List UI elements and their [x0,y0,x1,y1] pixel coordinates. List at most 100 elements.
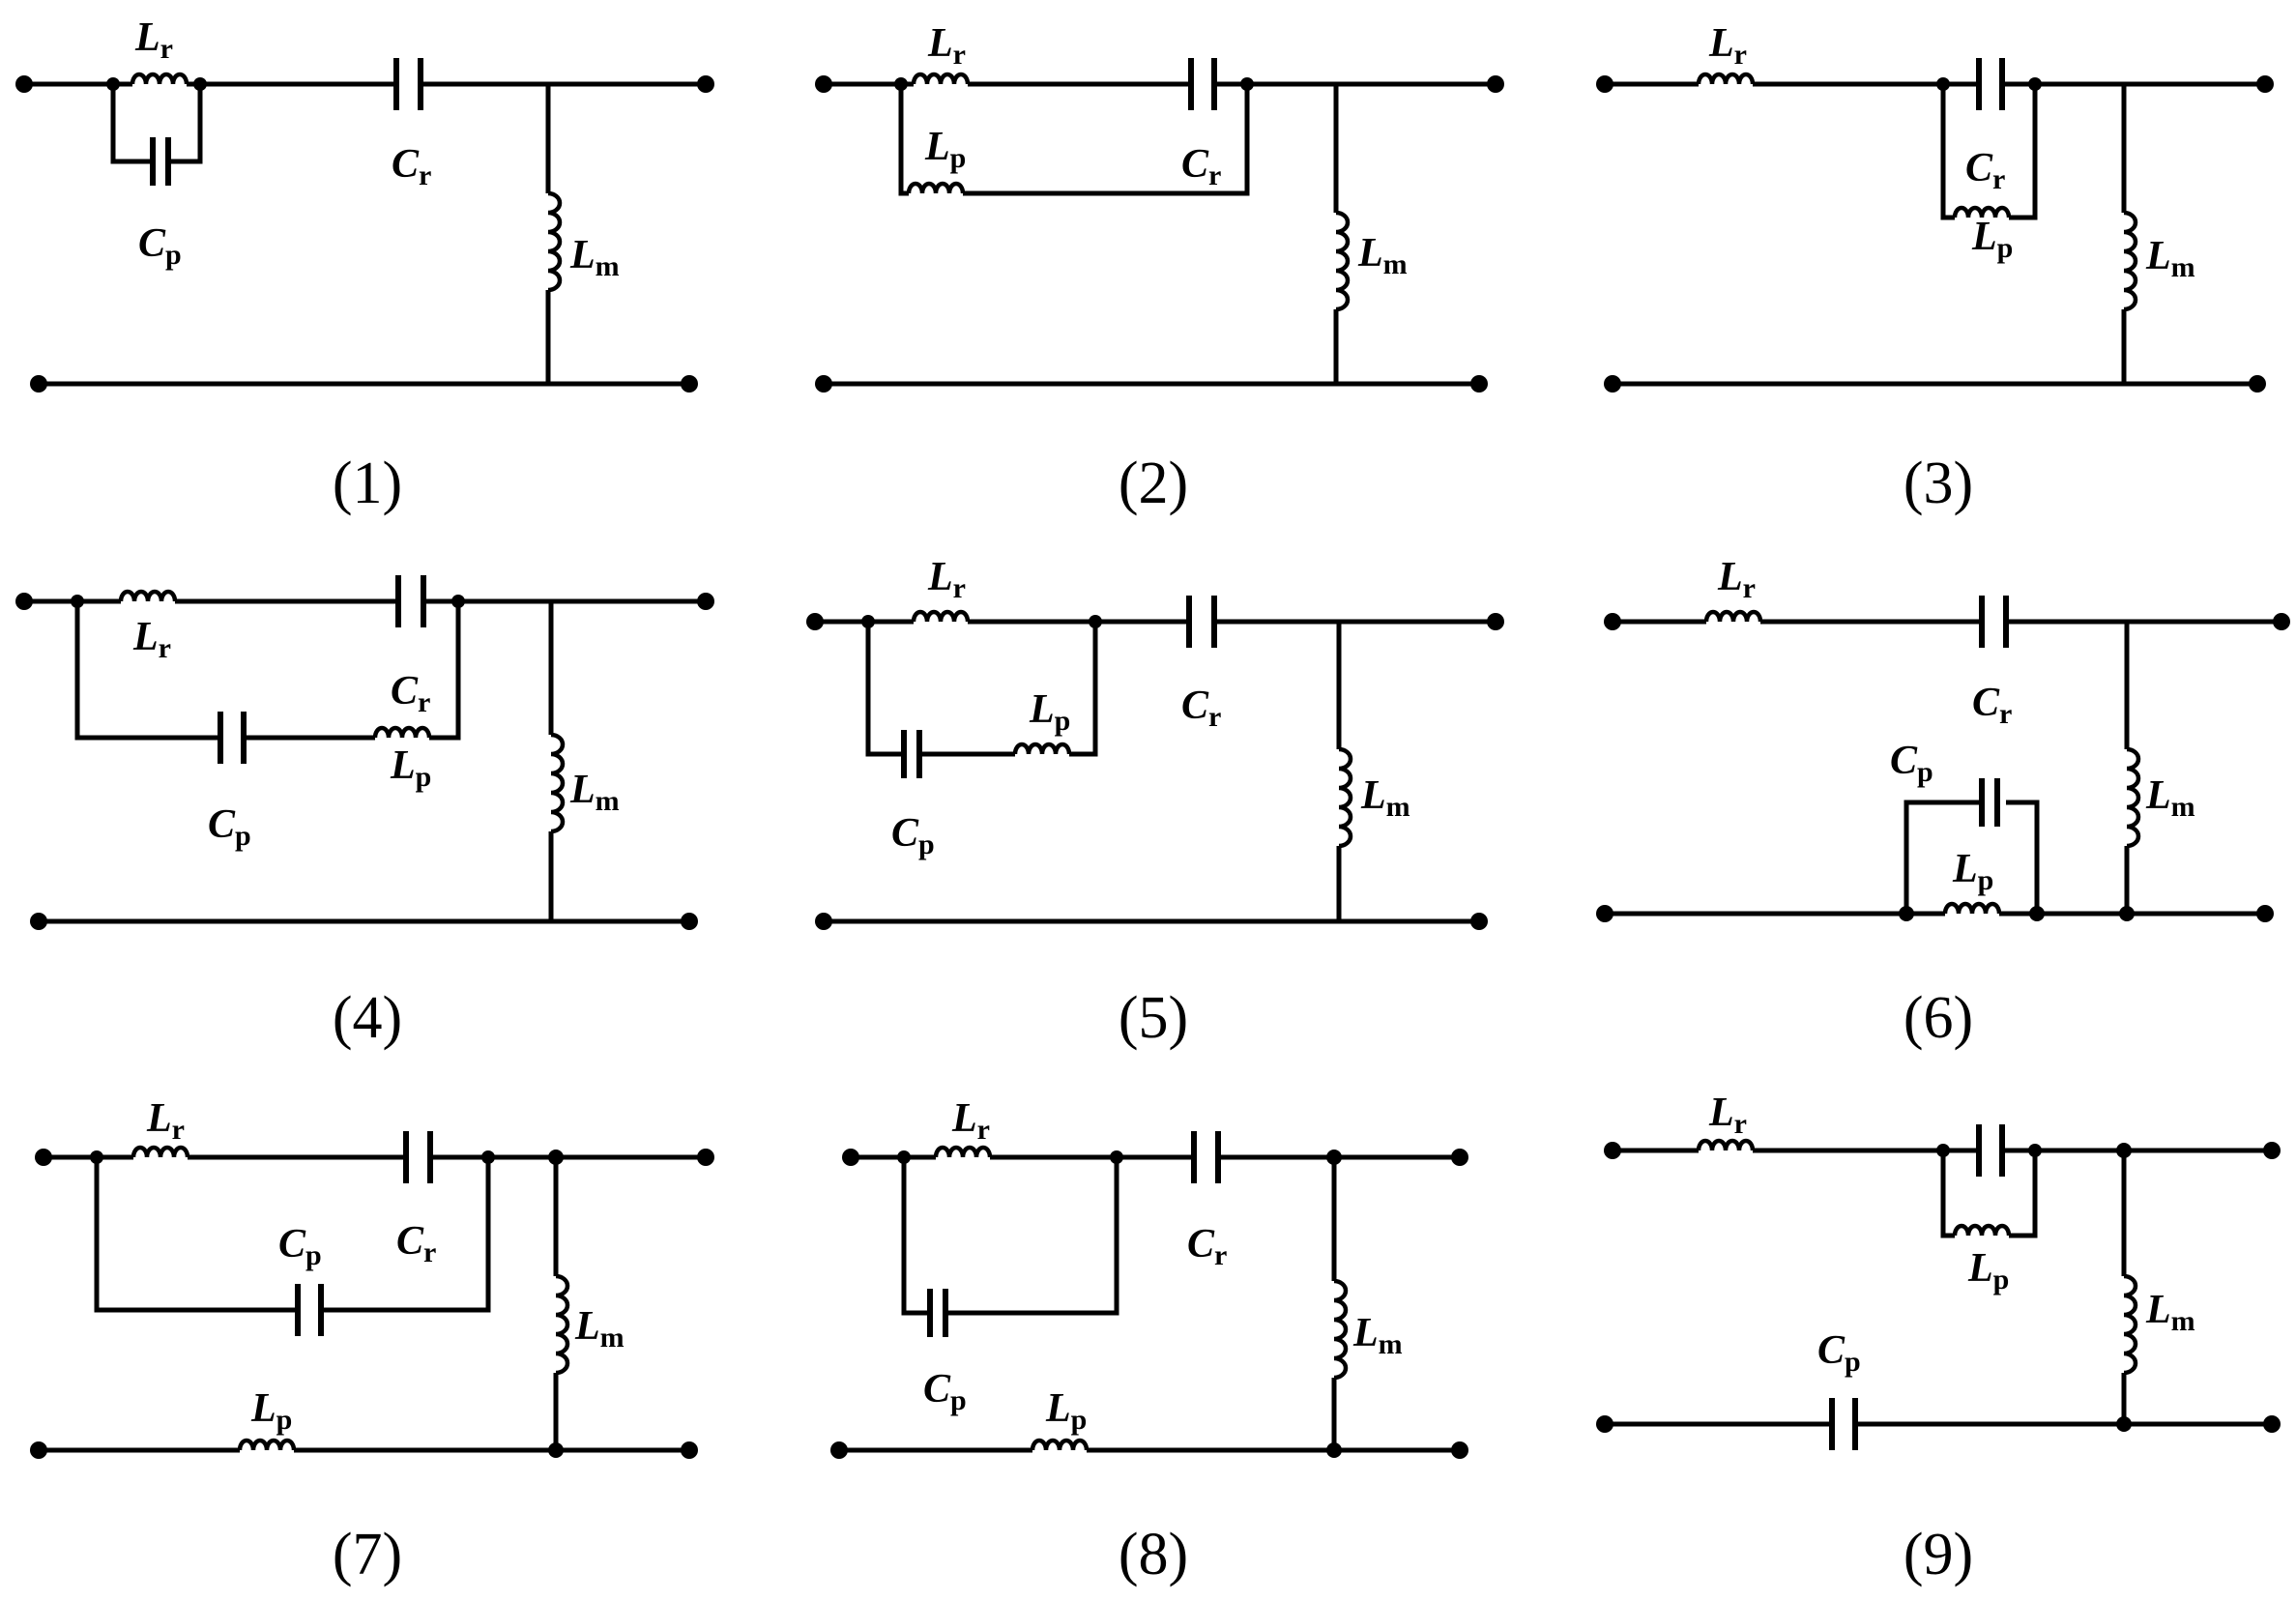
inductor-lr [911,72,971,85]
wire [865,622,1098,757]
terminal-node [815,913,832,930]
label-subscript: p [416,761,432,793]
label-cp: Cp [891,811,935,860]
label-symbol: L [951,1096,977,1141]
label-symbol: C [1817,1328,1846,1373]
label-symbol: L [927,21,953,66]
label-subscript: r [1743,572,1756,604]
label-cr: Cr [1187,1222,1227,1271]
label-subscript: m [596,785,620,817]
terminal-node [35,1149,52,1166]
label-symbol: C [138,221,166,266]
terminal-node [1470,913,1488,930]
label-lm: Lm [574,1304,625,1354]
label-subscript: p [235,820,251,852]
terminal-node [1596,1415,1613,1433]
terminal-node [897,1150,911,1164]
capacitor-cp [1829,1398,1858,1450]
capacitor-cr [1188,58,1217,110]
label-symbol: L [132,615,159,659]
label-symbol: L [1045,1386,1071,1431]
label-cp: Cp [1890,739,1933,788]
label-subscript: r [160,33,173,65]
terminal-node [15,593,33,610]
wire [24,81,706,387]
label-symbol: C [1181,684,1209,728]
inductor-lp [1952,1223,2012,1237]
inductor-lp [1012,742,1072,755]
label-symbol: L [390,743,416,788]
label-symbol: L [1708,1091,1734,1135]
terminal-node [815,375,832,393]
capacitor-cr [1979,596,2009,648]
label-lm: Lm [1357,231,1408,280]
capacitor-cr [1191,1131,1221,1183]
capacitor-cp [901,730,922,778]
terminal-node [1487,75,1504,93]
terminal-node [90,1150,103,1164]
capacitor-cr [1186,596,1217,648]
wire [39,1154,706,1453]
terminal-node [1596,75,1613,93]
panel-caption: (4) [333,985,402,1051]
label-symbol: L [924,125,950,169]
panel-caption: (3) [1904,451,1973,516]
label-subscript: m [596,250,620,282]
terminal-node [806,613,824,630]
wire [1940,84,2038,220]
inductor-lm [2123,1273,2138,1376]
label-subscript: p [1845,1346,1861,1378]
circuit-panel-8: Lr Cr Lm Cp Lp (8) [830,1096,1468,1587]
terminal-node [193,77,207,91]
capacitor-cp [150,137,171,186]
inductor-lr [911,609,971,623]
label-lp: Lp [1045,1386,1087,1436]
label-subscript: p [305,1239,322,1271]
label-subscript: p [165,239,182,271]
label-subscript: p [276,1404,293,1436]
label-subscript: r [418,686,430,718]
inductor-lr [1696,72,1756,85]
label-symbol: C [1972,681,2000,725]
label-symbol: L [1971,215,1997,259]
label-symbol: L [250,1386,276,1431]
label-lm: Lm [569,768,620,817]
terminal-node [15,75,33,93]
label-symbol: L [1029,687,1055,732]
label-cr: Cr [391,669,430,718]
circuit-panel-1: Lr Cp Cr Lm (1) [15,15,714,516]
label-symbol: L [1357,231,1383,276]
terminal-node [106,77,120,91]
terminal-node [71,595,84,608]
terminal-node [30,375,47,393]
label-subscript: r [1734,39,1747,71]
label-lr: Lr [927,21,966,71]
label-cp: Cp [923,1367,967,1416]
label-subscript: r [423,1237,436,1268]
label-cr: Cr [392,142,431,191]
circuit-panel-7: Lr Cp Cr Lm Lp (7) [30,1096,714,1587]
terminal-node [2256,75,2274,93]
wire [24,598,706,924]
inductor-lr [933,1145,993,1158]
wire [1605,81,2265,387]
label-symbol: L [2145,1288,2171,1332]
label-cp: Cp [138,221,182,271]
label-cp: Cp [208,802,251,852]
label-subscript: p [1978,864,1994,896]
label-lp: Lp [924,125,966,174]
label-symbol: C [392,142,420,187]
inductor-lr [130,72,189,85]
circuit-panel-5: Lr Lp Cr Cp Lm (5) [806,555,1504,1051]
label-subscript: r [1208,160,1221,191]
terminal-node [1596,905,1613,922]
label-lr: Lr [927,555,966,604]
terminal-node [681,1441,698,1459]
terminal-node [1899,906,1914,921]
label-lm: Lm [2145,773,2195,823]
terminal-node [697,1149,714,1166]
label-subscript: r [1992,163,2005,195]
label-subscript: r [1734,1108,1747,1140]
capacitor-cr [393,58,423,110]
label-subscript: m [600,1322,625,1354]
